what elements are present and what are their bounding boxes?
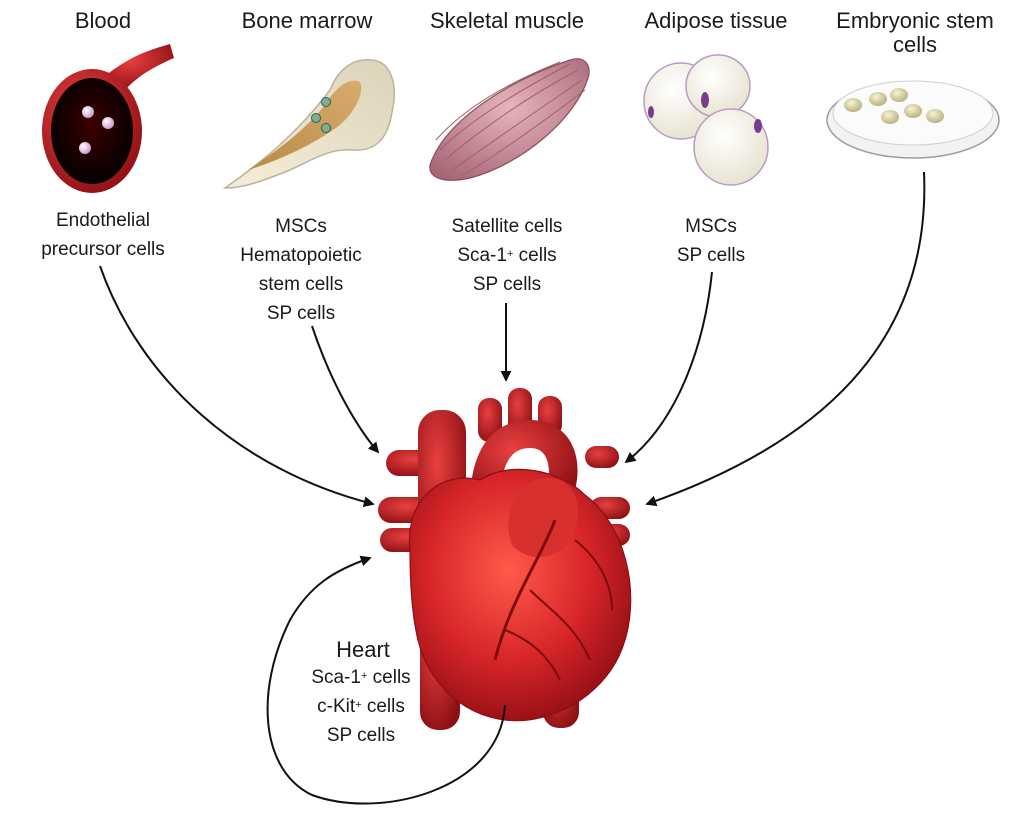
source-title-adipose-tissue: Adipose tissue	[644, 8, 788, 33]
cells-list-skeletal-muscle-sca1: Sca-1+ cells	[457, 245, 557, 266]
source-title-bone-marrow: Bone marrow	[241, 8, 373, 33]
arrow-heart-self-renewal	[266, 555, 506, 805]
cells-list-adipose-tissue: MSCs SP cells	[676, 216, 746, 266]
arrow-adipose-to-heart	[624, 271, 713, 464]
adipose-tissue-illustration	[643, 54, 769, 186]
source-title-embryonic-stem-cells: Embryonic stem cells	[836, 8, 994, 57]
arrow-blood-to-heart	[99, 265, 375, 508]
cells-list-blood: Endothelial precursor cells	[41, 210, 165, 260]
cells-list-skeletal-muscle: Satellite cells Sca-1+ cells SP cells	[422, 212, 592, 299]
cells-list-heart-ckit: c-Kit+ cells	[317, 696, 405, 717]
source-title-blood: Blood	[74, 8, 132, 33]
skeletal-muscle-illustration	[429, 58, 590, 181]
arrows	[99, 171, 926, 805]
cells-list-bone-marrow: MSCs Hematopoietic stem cells SP cells	[240, 216, 362, 324]
heart-illustration	[378, 388, 632, 730]
cells-list-heart-sca1: Sca-1+ cells	[311, 667, 411, 688]
arrow-embryonic-to-heart	[645, 171, 926, 507]
source-title-skeletal-muscle: Skeletal muscle	[429, 8, 585, 33]
target-title-heart: Heart	[336, 637, 390, 662]
bone-marrow-illustration	[222, 59, 395, 189]
blood-vessel-illustration	[42, 44, 174, 193]
cells-list-heart: Sca-1+ cells c-Kit+ cells SP cells	[286, 663, 436, 750]
petri-dish-illustration	[826, 80, 1000, 159]
arrow-bone-marrow-to-heart	[311, 325, 380, 454]
